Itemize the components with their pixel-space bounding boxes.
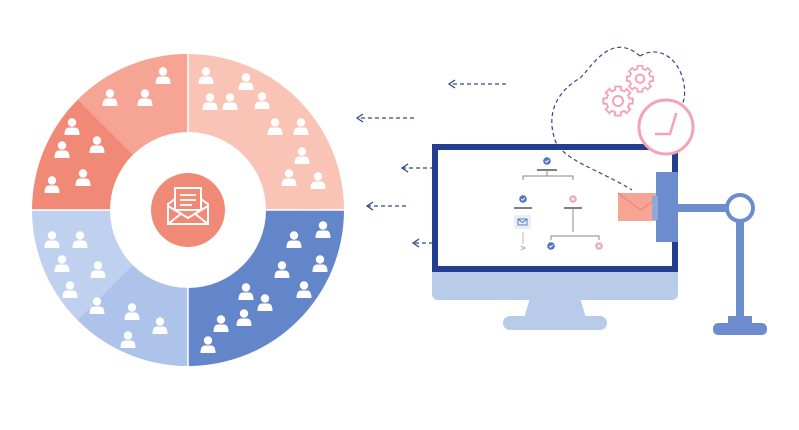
check-node-top: [543, 157, 551, 165]
automation-path: [551, 46, 641, 191]
cross-node-bottom: [595, 242, 603, 250]
envelope-open-icon: [151, 173, 225, 247]
arrow-2: [355, 113, 414, 123]
arrow-5: [411, 238, 454, 248]
gears-icon: [602, 64, 655, 117]
clock-icon: [637, 98, 695, 156]
cross-node-right: [569, 195, 577, 203]
workflow-diagram: [514, 157, 603, 251]
check-node-bottom: [547, 242, 555, 250]
arrow-4: [365, 201, 406, 211]
check-node-left: [519, 195, 527, 203]
automation-arm-icon: [652, 172, 767, 335]
segment-coral-right: [188, 54, 344, 210]
arrow-1: [447, 79, 506, 89]
monitor-icon: [432, 144, 678, 330]
envelope-icon: [514, 215, 531, 229]
